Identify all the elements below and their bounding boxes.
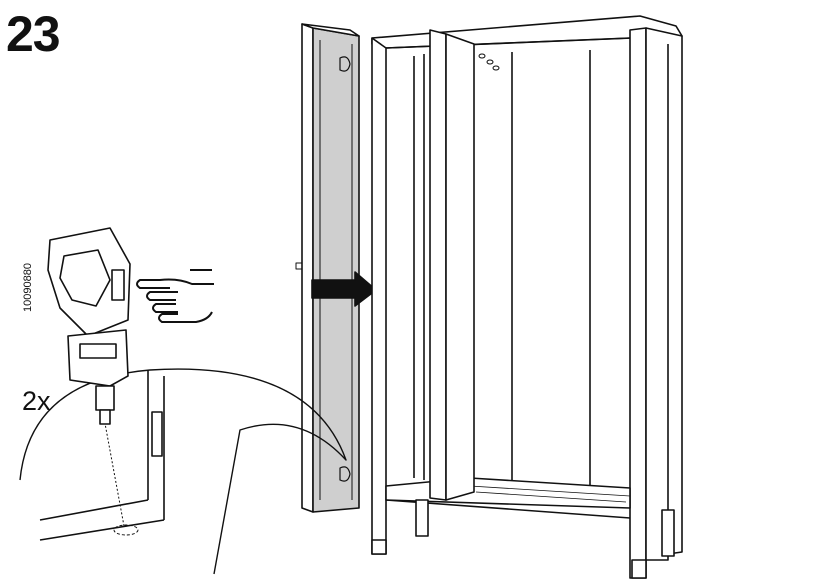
wardrobe-frame [371, 15, 683, 579]
hinge-clip-part [47, 227, 131, 425]
arrow-right-icon [311, 271, 377, 307]
quantity-label: 2x [22, 386, 51, 416]
door-panel [295, 23, 360, 513]
pointing-hand-icon [136, 269, 214, 323]
step-number: 23 [6, 6, 61, 62]
magnified-detail [19, 368, 347, 575]
